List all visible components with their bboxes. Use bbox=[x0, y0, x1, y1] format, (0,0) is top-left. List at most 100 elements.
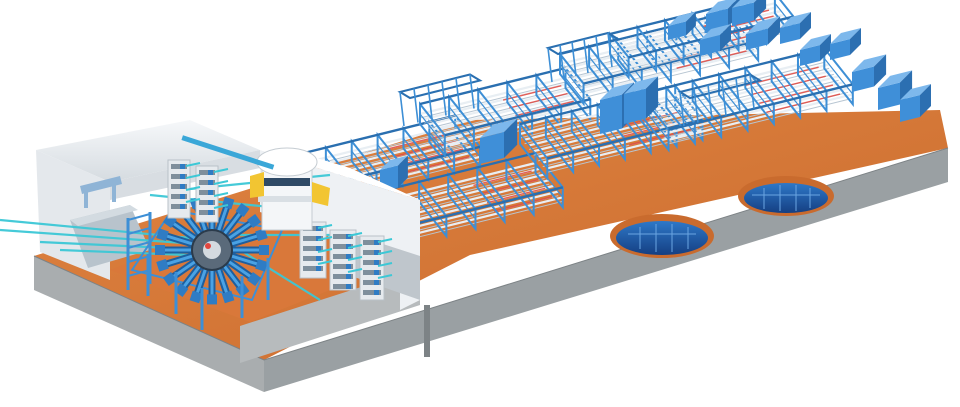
rack-connector bbox=[346, 264, 351, 269]
support-frame bbox=[519, 121, 549, 182]
slab-edge-line bbox=[33, 147, 949, 361]
switchyard-link-3 bbox=[185, 162, 201, 167]
beam-accent bbox=[515, 100, 574, 117]
beam-port-spoke-highlight bbox=[161, 253, 197, 267]
power-block-1 bbox=[732, 0, 767, 26]
amplifier-tube bbox=[389, 161, 536, 201]
support-frame-crossbar bbox=[519, 133, 548, 169]
rack-slot bbox=[303, 236, 323, 241]
rack-slot bbox=[363, 240, 381, 245]
support-tower-rung bbox=[127, 227, 151, 235]
rack-connector bbox=[180, 174, 185, 179]
beam-port-head bbox=[156, 258, 169, 272]
rack-connector bbox=[346, 274, 351, 279]
beam-port-spoke-highlight bbox=[161, 233, 197, 247]
tower-cap bbox=[256, 147, 318, 177]
cube-top bbox=[878, 70, 913, 88]
switchyard-rack-3 bbox=[299, 221, 327, 279]
truss-top bbox=[397, 73, 483, 100]
switchyard-icon bbox=[167, 159, 393, 301]
support-frame bbox=[419, 101, 446, 159]
cube-front bbox=[800, 45, 820, 66]
beam-port-spoke-highlight bbox=[225, 258, 256, 281]
support-frame bbox=[535, 72, 563, 130]
support-frame-crossbar bbox=[448, 106, 475, 139]
cube-front bbox=[746, 28, 768, 50]
gantry-truss-3 bbox=[677, 73, 763, 127]
support-frame bbox=[418, 178, 448, 239]
rack-slot bbox=[363, 280, 381, 285]
cube-front bbox=[732, 2, 754, 26]
cube-front bbox=[852, 66, 874, 92]
top-rail bbox=[668, 83, 854, 132]
truss-leg bbox=[455, 77, 461, 113]
support-frame bbox=[691, 78, 723, 140]
rack-slot bbox=[171, 164, 187, 169]
gantry-truss-2 bbox=[545, 31, 621, 83]
top-rail bbox=[546, 118, 703, 160]
rack-connector bbox=[208, 190, 213, 195]
truss-leg bbox=[413, 88, 419, 123]
rack-slot bbox=[333, 264, 353, 269]
rack-connector bbox=[180, 204, 185, 209]
power-block-7 bbox=[852, 54, 887, 92]
power-block-14 bbox=[668, 11, 696, 40]
rack-connector bbox=[374, 250, 379, 255]
gantry-crane-post-2 bbox=[112, 180, 116, 202]
truss-leg bbox=[399, 91, 405, 127]
laser-bay-icon bbox=[299, 0, 931, 247]
support-frame-crossbar bbox=[428, 131, 455, 164]
target-point bbox=[205, 243, 211, 249]
support-frame bbox=[570, 108, 601, 169]
beam-port-head bbox=[189, 290, 203, 304]
amplifier-tube bbox=[668, 93, 854, 141]
support-frame-crossbar bbox=[419, 113, 446, 146]
rack-connector bbox=[346, 254, 351, 259]
cube-side bbox=[900, 70, 913, 105]
support-frame-crossbar bbox=[402, 138, 429, 170]
support-frame bbox=[744, 65, 775, 127]
rack-slot bbox=[171, 184, 187, 189]
support-frame-crossbar bbox=[823, 58, 854, 95]
rack-slot bbox=[199, 170, 215, 175]
amplifier-tube bbox=[653, 75, 839, 124]
cube-top bbox=[624, 76, 659, 94]
amplifier-tube-shadow bbox=[419, 81, 566, 119]
support-frame-crossbar bbox=[565, 77, 591, 110]
support-frame bbox=[796, 52, 828, 114]
beam-port-spoke-highlight bbox=[179, 262, 203, 292]
rack-slot bbox=[171, 204, 187, 209]
support-frame-crossbar bbox=[506, 92, 533, 124]
beam-port-head bbox=[207, 294, 217, 305]
power-block-8 bbox=[878, 70, 913, 110]
truss-leg bbox=[693, 88, 699, 123]
cube-top bbox=[380, 155, 408, 170]
rack-slot bbox=[333, 284, 353, 289]
pool-right bbox=[744, 183, 828, 213]
rack-slot bbox=[303, 246, 323, 251]
cube-side bbox=[768, 16, 781, 45]
truss-leg bbox=[441, 81, 447, 116]
rack-slot bbox=[303, 266, 323, 271]
beam-port-head bbox=[174, 282, 189, 297]
support-frame-crossbar bbox=[637, 36, 657, 61]
beam-port-head bbox=[259, 245, 269, 255]
switchyard-link-1 bbox=[347, 244, 363, 249]
beam-accent bbox=[509, 92, 568, 109]
cube-front bbox=[668, 21, 686, 40]
beam-port-spoke-highlight bbox=[168, 219, 199, 242]
amplifier-tube bbox=[432, 92, 579, 131]
laser-beam-7 bbox=[239, 249, 321, 301]
rack-connector bbox=[208, 200, 213, 205]
support-frame bbox=[823, 45, 854, 108]
tower-window-band bbox=[264, 178, 310, 186]
switchyard-link-2 bbox=[377, 238, 393, 243]
support-tower-rung bbox=[127, 241, 151, 249]
amplifier-tube bbox=[444, 108, 591, 147]
beam-port-spoke-highlight bbox=[221, 208, 245, 238]
cube-front bbox=[878, 82, 900, 110]
truss-leg bbox=[595, 35, 601, 71]
pool-right-cells bbox=[752, 185, 820, 211]
beam-port-head bbox=[255, 258, 268, 272]
support-frame bbox=[447, 171, 477, 232]
